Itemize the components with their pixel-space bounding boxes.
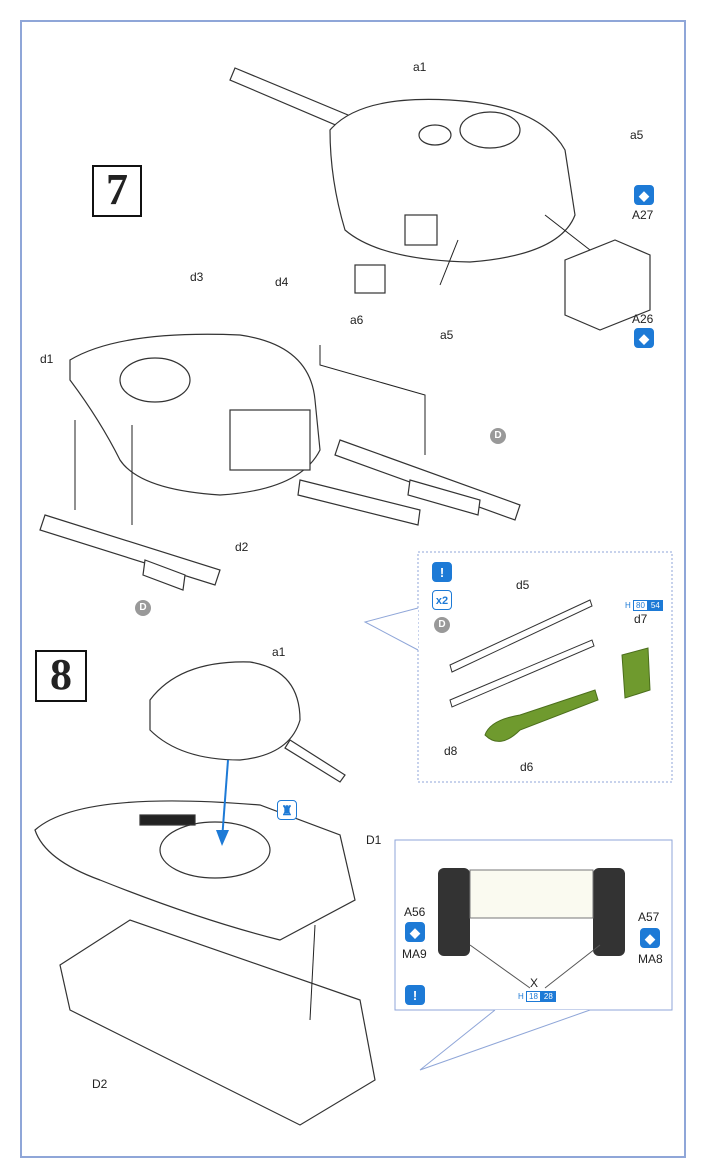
flip-view-icon: ◆ (405, 922, 425, 942)
inset-box-d (417, 551, 673, 783)
glue-icon: ! (432, 562, 452, 582)
label-a5-bottom: a5 (440, 328, 454, 342)
sprue-d-icon: D (135, 600, 151, 616)
track-left (438, 868, 470, 956)
label-a5-top: a5 (630, 128, 644, 142)
label-MA8: MA8 (638, 952, 663, 966)
track-right (593, 868, 625, 956)
label-X: X (530, 976, 539, 990)
label-A27: A27 (632, 208, 654, 222)
insert-arrow (221, 759, 229, 841)
page-frame (20, 20, 686, 1158)
label-d4: d4 (275, 275, 289, 289)
label-D2: D2 (92, 1077, 108, 1091)
quantity-x2-icon: x2 (432, 590, 452, 610)
turret-c (149, 661, 301, 761)
label-d1: d1 (40, 352, 54, 366)
label-A56: A56 (404, 905, 426, 919)
hull-insert-icon: ♜ (277, 800, 297, 820)
label-d3: d3 (190, 270, 204, 284)
step-7-number: 7 (92, 165, 142, 217)
label-D1: D1 (366, 833, 382, 847)
label-a1-step8: a1 (272, 645, 286, 659)
label-d2: d2 (235, 540, 249, 554)
part-d7 (621, 647, 651, 699)
label-d5: d5 (516, 578, 530, 592)
rack-left (39, 514, 221, 586)
flip-view-icon: ◆ (640, 928, 660, 948)
label-A26: A26 (632, 312, 654, 326)
glue-icon: ! (405, 985, 425, 1005)
label-a6: a6 (350, 313, 364, 327)
label-d8: d8 (444, 744, 458, 758)
step-8-number: 8 (35, 650, 87, 702)
label-d7: d7 (634, 612, 648, 626)
label-a1: a1 (413, 60, 427, 74)
hull-lower-D2 (59, 919, 376, 1126)
stowage-box (564, 239, 651, 331)
label-A57: A57 (638, 910, 660, 924)
sprue-d-icon: D (434, 617, 450, 633)
flip-view-icon: ◆ (634, 185, 654, 205)
part-d6 (484, 689, 599, 742)
turret-a (329, 98, 576, 263)
sprue-d-icon: D (490, 428, 506, 444)
flip-view-icon: ◆ (634, 328, 654, 348)
label-d6: d6 (520, 760, 534, 774)
label-MA9: MA9 (402, 947, 427, 961)
